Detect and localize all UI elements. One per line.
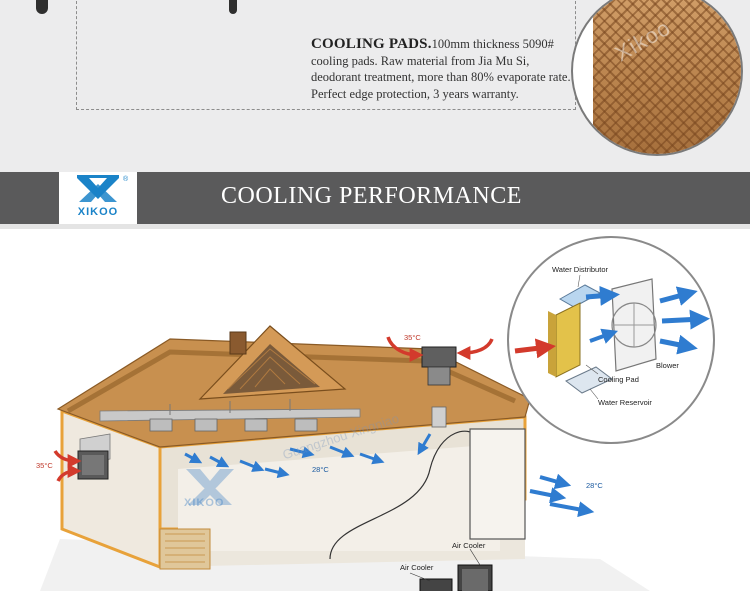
- caster-wheel-left: [36, 0, 48, 14]
- label-water-reservoir: Water Reservoir: [598, 398, 652, 407]
- label-air-cooler-2: Air Cooler: [400, 563, 434, 572]
- caster-wheel-right: [229, 0, 237, 14]
- xikoo-logo: ® XIKOO: [59, 172, 137, 224]
- top-section: COOLING PADS.100mm thickness 5090# cooli…: [0, 0, 750, 172]
- label-cooling-pad: Cooling Pad: [598, 375, 639, 384]
- temp-outside: 28°C: [586, 481, 603, 490]
- cooling-diagram: Water Distributor Blower Cooling Pad Wat…: [0, 229, 750, 594]
- cooling-pads-description: COOLING PADS.100mm thickness 5090# cooli…: [311, 36, 581, 102]
- cooling-pads-heading: COOLING PADS.: [311, 36, 432, 52]
- label-blower: Blower: [656, 361, 679, 370]
- barn-illustration: [40, 236, 715, 594]
- xikoo-logo-mark-icon: [77, 175, 119, 202]
- label-water-distributor: Water Distributor: [552, 265, 608, 274]
- section-title: COOLING PERFORMANCE: [221, 183, 522, 209]
- label-air-cooler-1: Air Cooler: [452, 541, 486, 550]
- logo-wordmark: XIKOO: [77, 206, 119, 218]
- section-divider: [0, 224, 750, 229]
- diagram-watermark-logo: XIKOO: [184, 497, 225, 509]
- temp-inside: 28°C: [312, 465, 329, 474]
- temp-roof-hot: 35°C: [404, 333, 421, 342]
- cooling-pad-texture: [593, 0, 741, 154]
- cooling-pads-body: 100mm thickness 5090# cooling pads. Raw …: [311, 37, 571, 101]
- temp-left-hot: 35°C: [36, 461, 53, 470]
- logo-registered-mark: ®: [123, 176, 129, 183]
- cooling-pad-photo: Xikoo: [571, 0, 743, 156]
